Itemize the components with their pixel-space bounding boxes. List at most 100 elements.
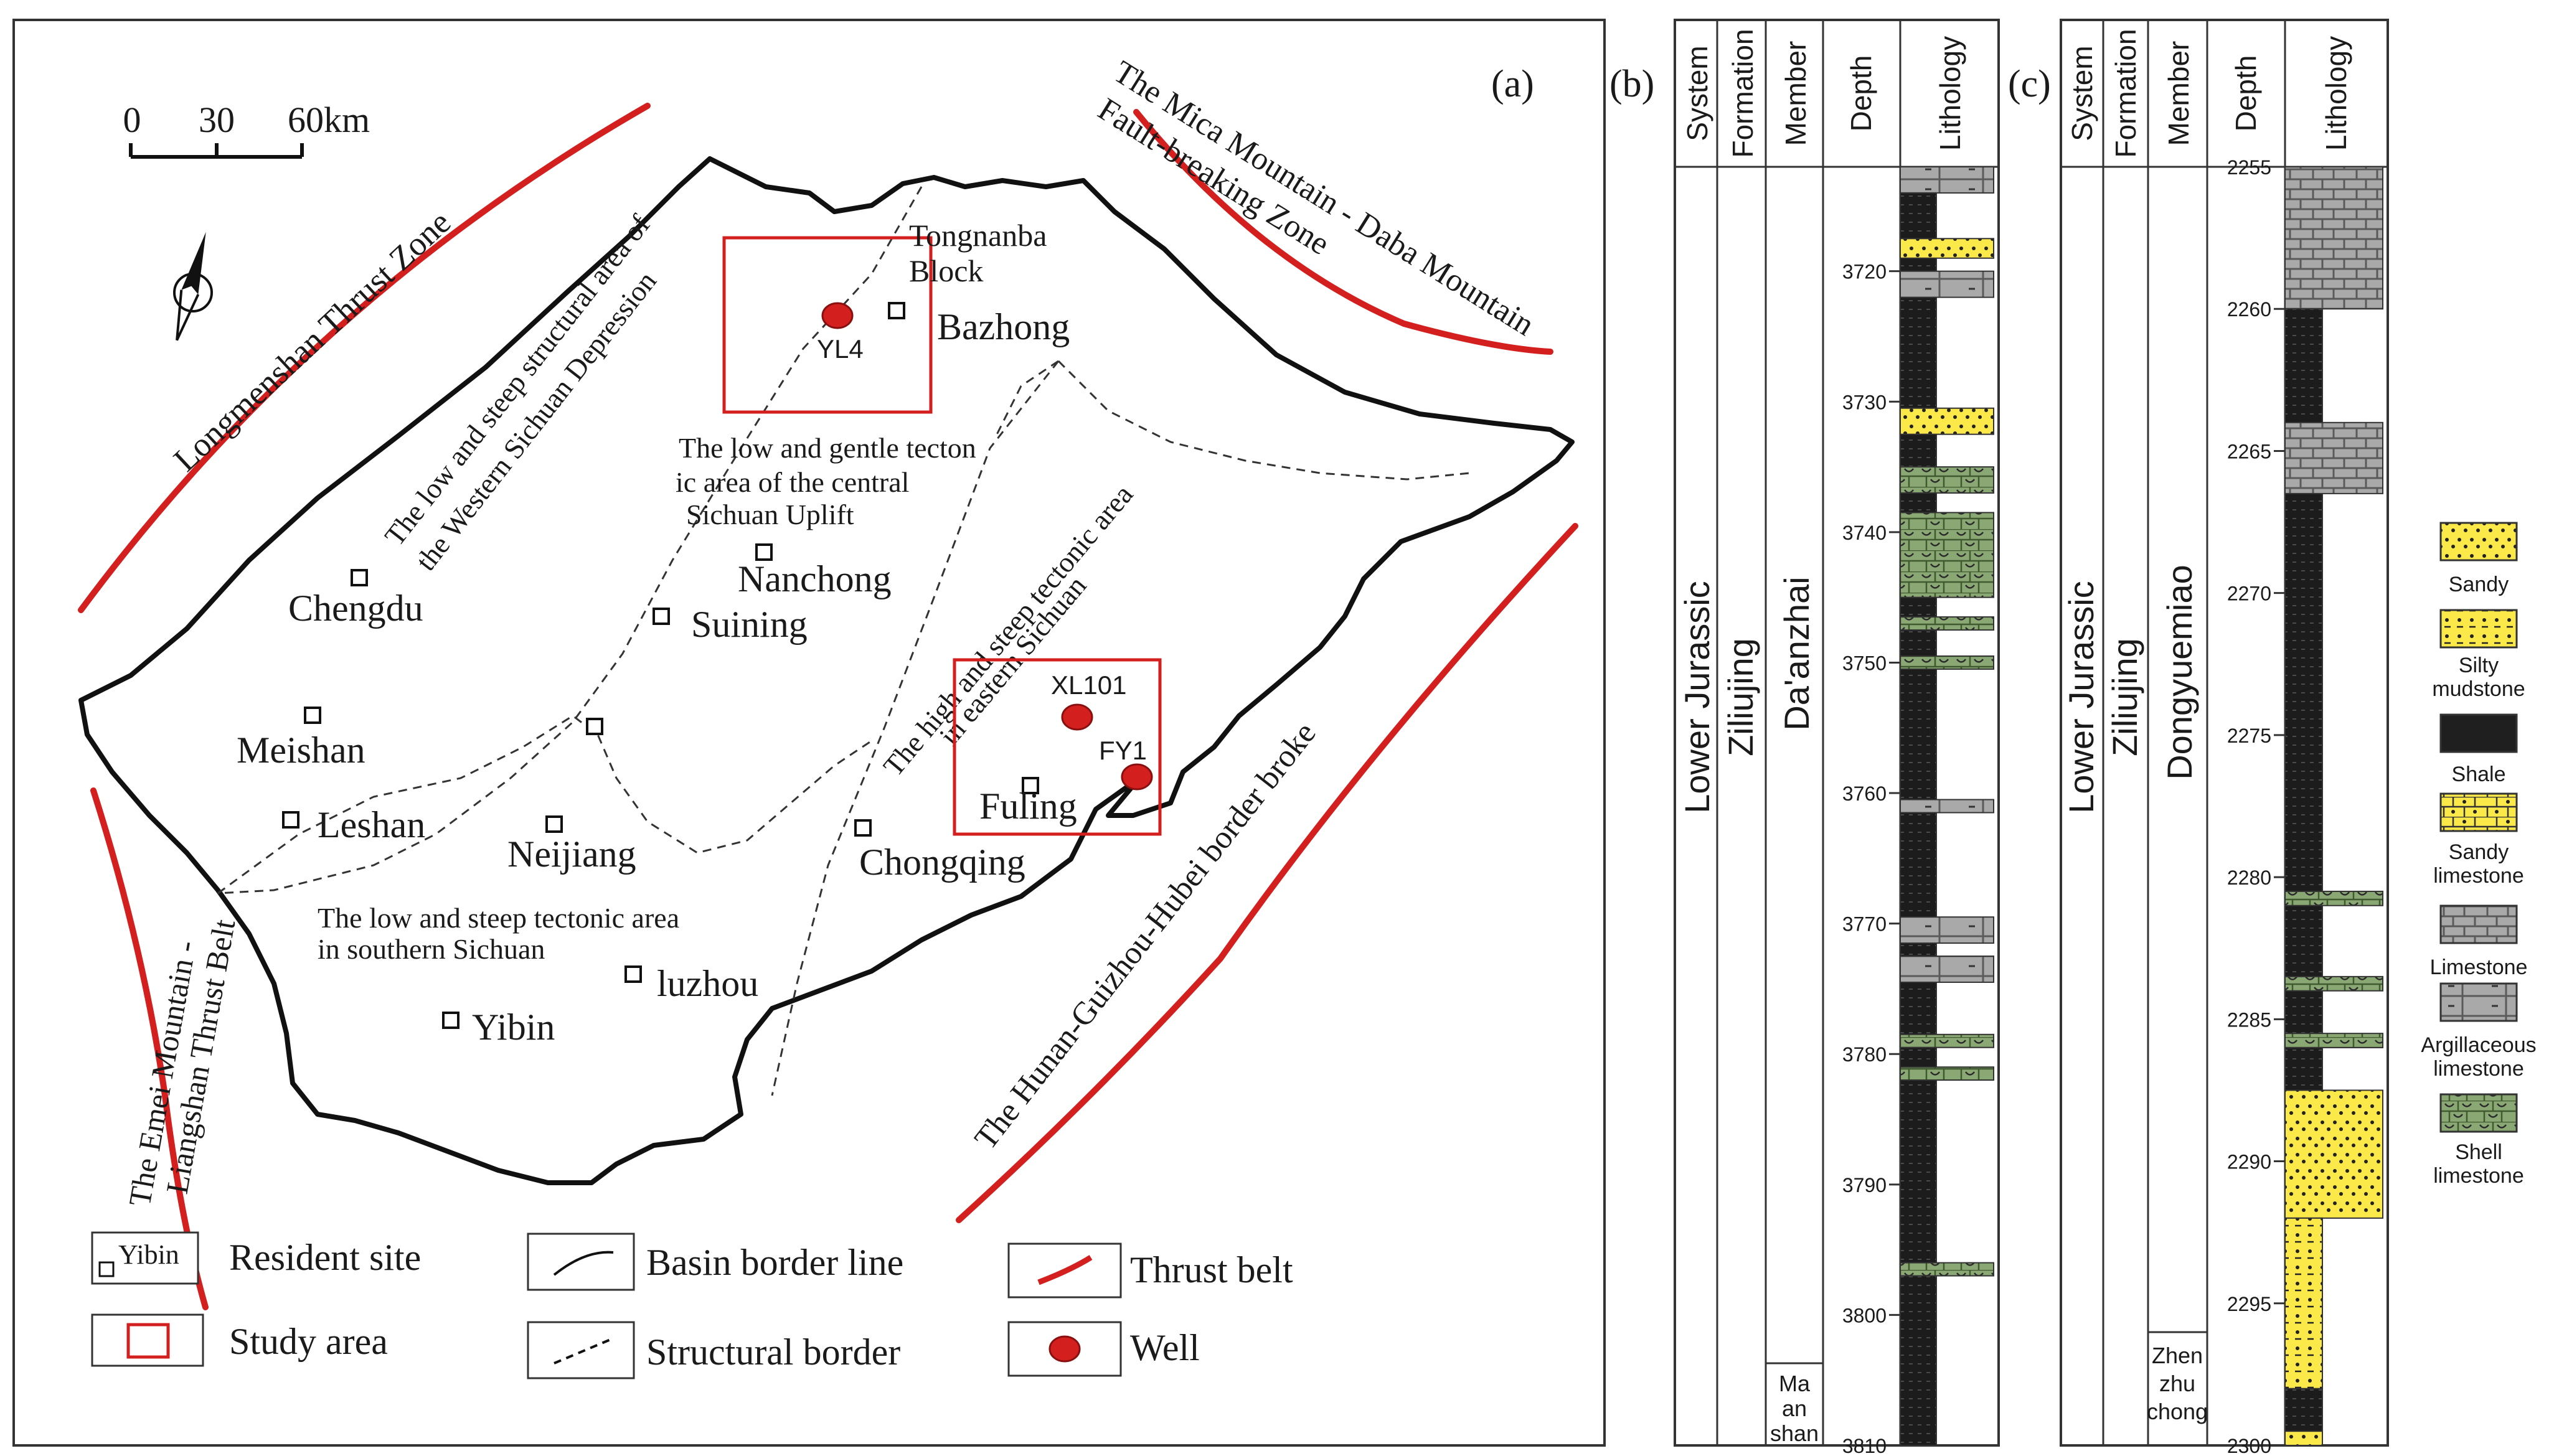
city-label-yibin: Yibin <box>472 1007 555 1048</box>
longmenshan-label: Longmenshan Thrust Zone <box>166 204 458 479</box>
legend-silty-label-2: mudstone <box>2432 677 2525 701</box>
legend-arg-label-2: limestone <box>2433 1057 2524 1081</box>
col-b-depth-label: 3790 <box>1842 1174 1887 1196</box>
well-marker-yl4 <box>821 302 854 329</box>
col-c-system: Lower Jurassic <box>2062 581 2101 813</box>
scale-label-60km: 60km <box>288 100 370 140</box>
col-b-depth-label: 3810 <box>1842 1435 1887 1456</box>
col-c-depth-label: 2275 <box>2227 725 2271 747</box>
col-b-member2-3: shan <box>1770 1421 1819 1446</box>
col-b-lithology <box>1900 166 1994 1447</box>
legend-well-label: Well <box>1130 1327 1200 1368</box>
col-c-header-member: Member <box>2162 41 2195 146</box>
col-b-arg-bed <box>1900 916 1994 944</box>
legend-sandylime-swatch <box>2439 792 2518 832</box>
legend-silty-label-1: Silty <box>2459 654 2499 677</box>
city-marker-leshan <box>282 811 299 829</box>
col-b-shell-bed <box>1900 1033 1994 1048</box>
mica-daba-thrust-line <box>1133 109 1553 355</box>
legend-arg-label-1: Argillaceous <box>2421 1033 2536 1057</box>
col-c-lime-bed <box>2284 166 2383 310</box>
col-c-member2-2: zhu <box>2159 1371 2195 1396</box>
col-c-shell-bed <box>2284 1033 2383 1048</box>
col-b-shell-bed <box>1900 512 1994 598</box>
col-b-depth-label: 3800 <box>1842 1304 1887 1327</box>
south-area-label-2: in southern Sichuan <box>318 933 545 965</box>
legend-thrust-icon <box>1037 1255 1093 1285</box>
legend-shale-swatch <box>2439 713 2518 753</box>
legend-silty-swatch <box>2439 609 2518 649</box>
map-legend: Yibin Resident site Basin border line Th… <box>91 1231 1293 1379</box>
city-label-bazhong: Bazhong <box>937 306 1070 347</box>
col-b-header-system: System <box>1681 45 1713 141</box>
structural-borders <box>217 186 1470 1096</box>
col-b-depth-label: 3770 <box>1842 913 1887 936</box>
col-c-sandy-bed <box>2284 1430 2323 1446</box>
central-area-label-1: The low and gentle tecton <box>679 432 976 464</box>
legend-shell-swatch <box>2439 1093 2518 1133</box>
col-b-header-depth: Depth <box>1845 55 1877 132</box>
legend-resident-icon <box>98 1261 115 1277</box>
west-area-label-2: the Western Sichuan Depression <box>410 265 662 576</box>
col-c-shell-bed <box>2284 975 2383 992</box>
map-panel: (a) 0 30 60km <box>12 19 1606 1447</box>
central-area-label-2: ic area of the central <box>676 466 909 498</box>
city-markers <box>282 302 1039 1029</box>
col-c-depth-label: 2280 <box>2227 867 2271 889</box>
col-c-depth-label: 2285 <box>2227 1008 2271 1031</box>
legend-resident-sample: Yibin <box>118 1239 179 1270</box>
legend-sandylime-label-2: limestone <box>2433 864 2524 888</box>
col-b-sandy-bed <box>1900 238 1994 259</box>
legend-shell-label-1: Shell <box>2455 1140 2502 1164</box>
legend-shale-label: Shale <box>2452 763 2506 786</box>
city-marker-fuling <box>1022 777 1039 794</box>
col-b-depth-label: 3730 <box>1842 391 1887 413</box>
panel-c-label: (c) <box>2008 63 2051 105</box>
col-c-formation: Ziliujing <box>2105 638 2144 756</box>
north-arrow-icon <box>173 232 213 341</box>
col-c-depth-label: 2265 <box>2227 440 2271 463</box>
scale-label-0: 0 <box>123 100 141 140</box>
city-marker-suining <box>653 608 670 625</box>
city-label-nanchong: Nanchong <box>738 558 892 599</box>
well-label-yl4: YL4 <box>817 334 864 364</box>
col-c-header-system: System <box>2066 45 2098 141</box>
study-area-box-north <box>722 236 933 414</box>
col-b-header-formation: Formation <box>1727 29 1759 157</box>
city-marker-chongqing <box>854 819 872 837</box>
col-b-depth-label: 3780 <box>1842 1043 1887 1066</box>
longmenshan-thrust-line <box>78 103 651 613</box>
col-c-header-lithology: Lithology <box>2320 36 2352 151</box>
col-c-shell-bed <box>2284 890 2383 906</box>
col-b-depth-label: 3750 <box>1842 652 1887 674</box>
col-b-depth-label: 3740 <box>1842 522 1887 544</box>
city-marker-chengdu <box>351 569 368 586</box>
col-b-shell-bed <box>1900 466 1994 494</box>
col-c-silty-bed <box>2284 1217 2323 1389</box>
legend-shell-label-2: limestone <box>2433 1164 2524 1188</box>
well-marker-fy1 <box>1121 763 1153 791</box>
column-b: System Formation Member Depth Lithology … <box>1674 19 2000 1456</box>
city-label-leshan: Leshan <box>318 804 425 845</box>
city-label-meishan: Meishan <box>237 730 365 771</box>
city-marker-unnamed <box>586 718 603 735</box>
lithology-legend: Sandy Silty mudstone Shale Sandy limesto… <box>2421 522 2537 1188</box>
scale-bar: 0 30 60km <box>123 100 370 159</box>
city-marker-neijiang <box>545 815 563 833</box>
legend-thrust-label: Thrust belt <box>1130 1249 1293 1290</box>
col-b-formation: Ziliujing <box>1721 638 1760 756</box>
legend-resident-label: Resident site <box>229 1237 421 1278</box>
scale-label-30: 30 <box>199 100 235 140</box>
city-label-chongqing: Chongqing <box>859 842 1025 883</box>
legend-structural-label: Structural border <box>646 1332 900 1373</box>
col-c-depth-label: 2295 <box>2227 1293 2271 1315</box>
column-c: System Formation Member Depth Lithology … <box>2060 19 2389 1456</box>
col-b-depth-label: 3720 <box>1842 261 1887 283</box>
city-marker-yibin <box>442 1012 459 1029</box>
legend-basin-label: Basin border line <box>646 1242 903 1283</box>
col-b-member: Da'anzhai <box>1777 576 1816 730</box>
col-b-member2-2: an <box>1782 1396 1807 1421</box>
tongnanba-label-1: Tongnanba <box>909 218 1047 253</box>
